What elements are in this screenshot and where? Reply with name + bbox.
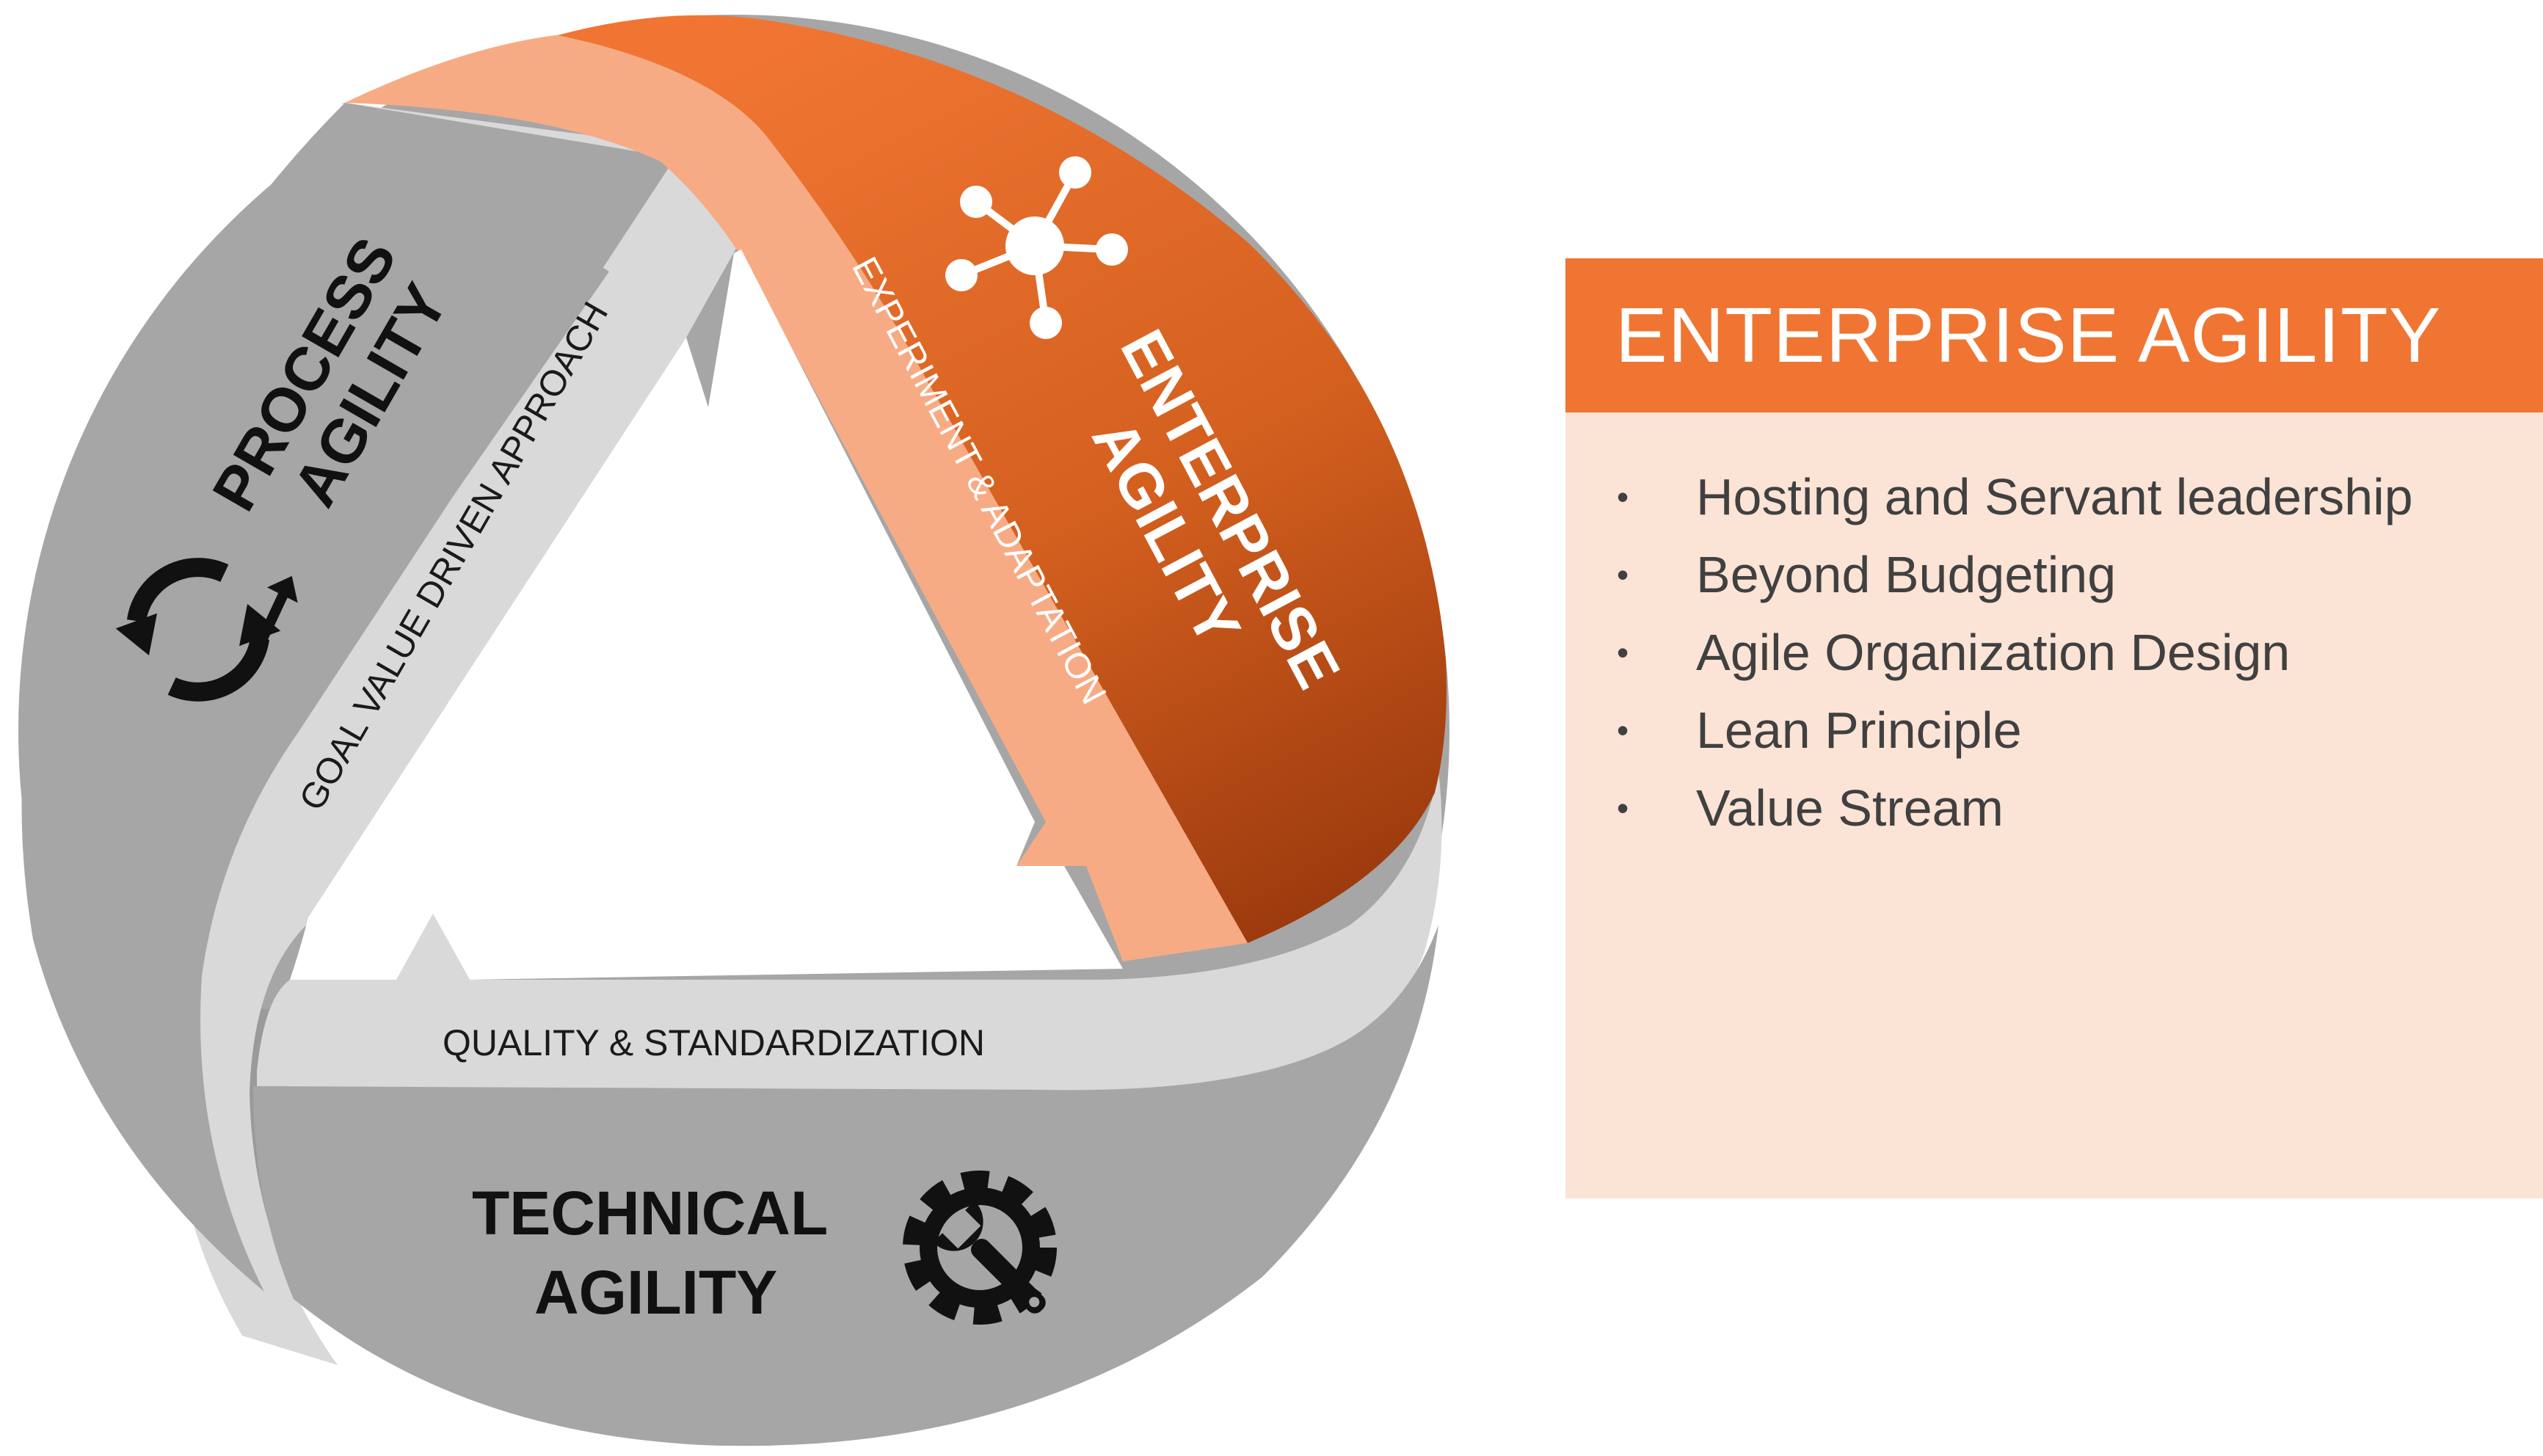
cycle-arrow-icon — [115, 558, 298, 702]
list-item: • Lean Principle — [1617, 691, 2413, 769]
list-item-label: Value Stream — [1696, 779, 2004, 837]
list-item-label: Agile Organization Design — [1696, 624, 2291, 681]
technical-segment — [253, 925, 1438, 1446]
technical-title-line2: AGILITY — [534, 1258, 777, 1327]
agility-triangle-diagram: GOAL VALUE DRIVEN APPROACH EXPERIMENT & … — [18, 15, 1449, 1446]
list-item: • Beyond Budgeting — [1617, 536, 2413, 614]
list-item-label: Lean Principle — [1696, 702, 2022, 759]
panel-title: ENTERPRISE AGILITY — [1615, 291, 2442, 379]
goal-band-ribbon — [169, 103, 738, 1365]
technical-title-line1: TECHNICAL — [472, 1179, 828, 1248]
enterprise-segment — [558, 15, 1447, 943]
list-item: • Agile Organization Design — [1617, 614, 2413, 691]
quality-band-label: QUALITY & STANDARDIZATION — [443, 1022, 985, 1063]
bullet-icon: • — [1617, 711, 1629, 749]
inner-triangle — [290, 250, 1123, 980]
enterprise-agility-panel: ENTERPRISE AGILITY • Hosting and Servant … — [1565, 258, 2543, 1198]
list-item-label: Beyond Budgeting — [1696, 546, 2117, 603]
process-segment — [21, 103, 675, 1292]
bullet-icon: • — [1617, 478, 1629, 516]
experiment-band-ribbon — [345, 32, 1248, 962]
gear-wrench-icon — [903, 1171, 1057, 1325]
network-hub-icon — [945, 156, 1128, 339]
list-item: • Hosting and Servant leadership — [1617, 458, 2413, 536]
list-item: • Value Stream — [1617, 769, 2413, 847]
quality-band-ribbon — [257, 771, 1442, 1091]
bullet-icon: • — [1617, 556, 1629, 594]
panel-header: ENTERPRISE AGILITY — [1565, 258, 2543, 412]
list-item-label: Hosting and Servant leadership — [1696, 468, 2413, 525]
bullet-icon: • — [1617, 633, 1629, 671]
panel-list: • Hosting and Servant leadership • Beyond … — [1617, 458, 2413, 847]
bullet-icon: • — [1617, 789, 1629, 827]
